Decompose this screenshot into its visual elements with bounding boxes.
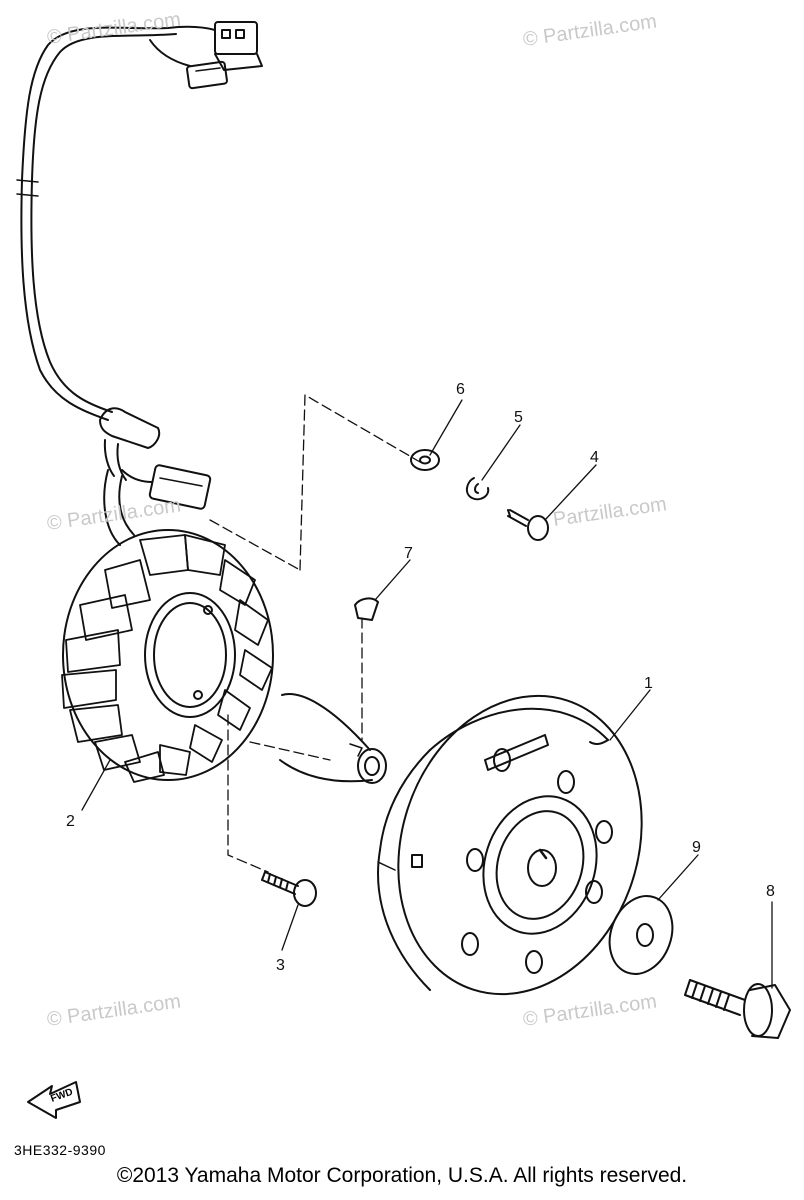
rotor-bolt <box>684 979 791 1039</box>
callout-8: 8 <box>766 883 775 900</box>
callout-3: 3 <box>276 957 285 974</box>
watermark: © Partzilla.com <box>46 8 183 49</box>
callout-2: 2 <box>66 813 75 830</box>
callout-5: 5 <box>514 409 523 426</box>
clamp-screw <box>507 509 549 541</box>
woodruff-key <box>354 597 379 621</box>
watermark: © Partzilla.com <box>46 494 183 535</box>
watermark: Partzilla.com <box>552 493 668 531</box>
leader-lines <box>209 394 421 873</box>
fwd-arrow-icon <box>27 1081 81 1119</box>
callout-1: 1 <box>644 675 653 692</box>
stator-screw <box>261 871 317 907</box>
crankshaft-end <box>279 693 387 784</box>
fwd-label: FWD <box>49 1087 74 1105</box>
copyright-notice: ©2013 Yamaha Motor Corporation, U.S.A. A… <box>116 1164 688 1187</box>
flywheel-rotor <box>377 694 643 996</box>
callout-7: 7 <box>404 545 413 562</box>
plain-washer <box>410 449 440 471</box>
diagram-code: 3HE332-9390 <box>14 1142 106 1158</box>
callout-9: 9 <box>692 839 701 856</box>
stator-assembly <box>61 529 274 783</box>
callout-4: 4 <box>590 449 599 466</box>
watermark: © Partzilla.com <box>522 10 659 51</box>
lock-washer <box>466 477 490 501</box>
watermark: © Partzilla.com <box>522 990 659 1031</box>
watermark: © Partzilla.com <box>46 990 183 1031</box>
wire-harness <box>16 21 263 546</box>
rotor-washer <box>608 895 674 975</box>
callout-6: 6 <box>456 381 465 398</box>
callout-leaders <box>81 399 773 989</box>
